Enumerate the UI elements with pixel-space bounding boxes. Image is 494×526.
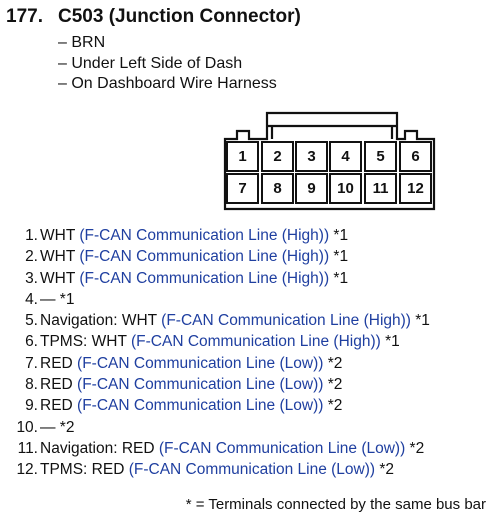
terminal-wire: Navigation: WHT bbox=[40, 312, 162, 330]
terminal-number: 9. bbox=[25, 397, 38, 415]
terminal-number: 5. bbox=[25, 312, 38, 330]
terminal-wire: WHT bbox=[40, 269, 80, 287]
terminal-signal: (F-CAN Communication Line (Low)) bbox=[77, 354, 324, 372]
pin-7: 7 bbox=[238, 179, 247, 197]
terminal-signal: (F-CAN Communication Line (Low)) bbox=[158, 439, 406, 457]
terminal-note: *2 bbox=[405, 439, 425, 457]
terminal-number: 11. bbox=[17, 439, 38, 457]
pin-4: 4 bbox=[341, 147, 350, 165]
terminal-number: 6. bbox=[25, 333, 38, 351]
terminal-wire: TPMS: RED bbox=[40, 461, 129, 479]
pin-12: 12 bbox=[407, 179, 424, 197]
terminal-signal: (F-CAN Communication Line (High)) bbox=[79, 248, 330, 266]
pin-8: 8 bbox=[273, 179, 282, 197]
pin-2: 2 bbox=[273, 147, 282, 165]
terminal-wire: RED bbox=[40, 376, 78, 394]
terminal-number: 10. bbox=[16, 418, 38, 436]
terminal-signal: (F-CAN Communication Line (High)) bbox=[161, 312, 411, 330]
page-title: 177. C503 (Junction Connector) bbox=[6, 6, 301, 28]
connector-number: 177. bbox=[6, 6, 43, 27]
terminal-signal: (F-CAN Communication Line (High)) bbox=[79, 227, 330, 244]
terminal-number: 8. bbox=[25, 376, 38, 394]
terminal-signal: (F-CAN Communication Line (High)) bbox=[79, 269, 330, 287]
terminal-wire: — *2 bbox=[40, 418, 75, 436]
pin-11: 11 bbox=[372, 179, 389, 197]
terminal-signal: (F-CAN Communication Line (Low)) bbox=[77, 376, 324, 394]
terminal-number: 2. bbox=[25, 248, 38, 266]
pin-1: 1 bbox=[238, 147, 247, 165]
terminal-note: *2 bbox=[323, 376, 343, 394]
pin-6: 6 bbox=[411, 147, 420, 165]
terminal-note: *1 bbox=[410, 312, 430, 330]
pin-3: 3 bbox=[307, 147, 316, 165]
terminal-note: *2 bbox=[375, 461, 395, 479]
connector-title: C503 (Junction Connector) bbox=[58, 6, 301, 27]
terminal-signal: (F-CAN Communication Line (High)) bbox=[131, 333, 381, 351]
terminal-wire: RED bbox=[40, 354, 78, 372]
terminal-wire: Navigation: RED bbox=[40, 439, 159, 457]
terminal-signal: (F-CAN Communication Line (Low)) bbox=[77, 397, 324, 415]
terminal-signal: (F-CAN Communication Line (Low)) bbox=[128, 461, 376, 479]
terminal-number: 3. bbox=[25, 269, 38, 287]
terminal-number: 4. bbox=[25, 290, 38, 308]
terminal-wire: TPMS: WHT bbox=[40, 333, 131, 351]
pin-5: 5 bbox=[376, 147, 385, 165]
terminal-number: 1. bbox=[25, 227, 38, 244]
pin-9: 9 bbox=[307, 179, 316, 197]
terminal-note: *2 bbox=[323, 354, 343, 372]
info-color: – BRN bbox=[58, 34, 106, 51]
terminal-note: *1 bbox=[329, 227, 349, 244]
terminal-note: *1 bbox=[329, 269, 349, 287]
info-harness: – On Dashboard Wire Harness bbox=[58, 75, 277, 92]
terminal-note: *2 bbox=[323, 397, 343, 415]
pin-10: 10 bbox=[337, 179, 354, 197]
info-location: – Under Left Side of Dash bbox=[58, 54, 243, 72]
terminal-note: *1 bbox=[329, 248, 349, 266]
terminal-number: 12. bbox=[16, 461, 38, 479]
terminal-wire: — *1 bbox=[40, 290, 75, 308]
terminal-note: *1 bbox=[380, 333, 400, 351]
connector-info: – BRN – Under Left Side of Dash – On Das… bbox=[58, 33, 277, 95]
footnote: * = Terminals connected by the same bus … bbox=[185, 496, 486, 513]
terminal-number: 7. bbox=[25, 354, 38, 372]
terminal-wire: WHT bbox=[40, 227, 80, 244]
terminal-wire: WHT bbox=[40, 248, 80, 266]
terminal-wire: RED bbox=[40, 397, 78, 415]
